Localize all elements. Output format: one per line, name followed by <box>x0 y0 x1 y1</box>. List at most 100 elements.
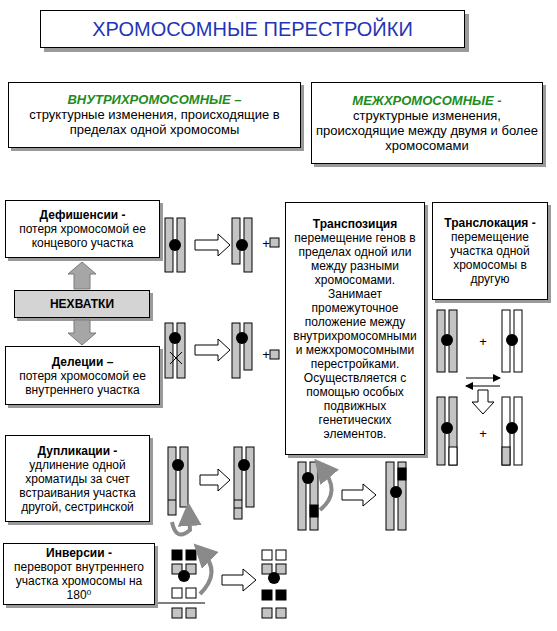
box-body: потеря хромосомой ее концевого участка <box>10 222 155 250</box>
text-box: Инверсии -переворот внутреннего участка … <box>3 543 155 605</box>
centromere <box>169 332 181 344</box>
lost-fragment <box>270 238 279 247</box>
segment-mark <box>234 508 242 509</box>
lost-fragment <box>270 350 279 359</box>
box-label: НЕХВАТКИ <box>50 297 114 311</box>
gene-block <box>276 590 286 600</box>
box-heading: Дупликации - <box>38 444 118 458</box>
chromatid <box>449 397 457 465</box>
chromatid <box>310 462 318 530</box>
centromere <box>268 572 280 584</box>
centromere <box>238 459 250 471</box>
chromatid <box>514 310 522 372</box>
chromatid <box>298 462 306 530</box>
chromatid <box>232 323 240 378</box>
gene-block <box>262 608 272 618</box>
gene-block <box>276 608 286 618</box>
gene-block <box>172 588 182 598</box>
centromere <box>506 422 518 434</box>
exchanged-segment <box>449 447 457 465</box>
chromatid <box>502 310 510 372</box>
gene-block <box>172 608 182 618</box>
text-box: Транслокация -перемещение участка одной … <box>432 202 548 300</box>
exchange-arrow <box>466 386 500 387</box>
chromatid <box>180 447 188 507</box>
centromere <box>236 239 248 251</box>
mobile-element <box>310 505 318 517</box>
gene-block <box>172 564 182 574</box>
gene-block <box>262 564 272 574</box>
plus-sign: + <box>476 335 490 349</box>
gene-block <box>172 550 182 560</box>
hollow-arrow <box>222 569 256 591</box>
box-body: перемещение участка одной хромосомы в др… <box>437 230 543 286</box>
chromatid <box>244 323 252 370</box>
curved-arrow <box>200 552 212 594</box>
chromatid <box>168 447 176 515</box>
chromatid <box>234 447 242 519</box>
leader-line <box>155 603 205 604</box>
curved-arrow <box>320 468 332 510</box>
box-body: перемещение генов в пределах одной или м… <box>290 231 420 441</box>
exchange-arrow <box>466 378 500 379</box>
hollow-arrow <box>342 484 376 506</box>
gene-block <box>186 608 196 618</box>
plus-sign: + <box>476 427 490 441</box>
centromere <box>178 570 190 582</box>
cut-mark <box>170 352 182 364</box>
gene-block <box>186 564 196 574</box>
chromatid <box>246 447 254 507</box>
gene-block <box>262 590 272 600</box>
box-body: потеря хромосомой ее внутреннего участка <box>10 369 155 397</box>
box-heading: Дефишенсии - <box>40 208 126 222</box>
text-box: Дупликации -удлинение одной хроматиды за… <box>5 435 150 522</box>
diagram-title: ХРОМОСОМНЫЕ ПЕРЕСТРОЙКИ <box>40 10 465 48</box>
segment-mark <box>234 500 242 501</box>
centromere <box>506 334 518 346</box>
centromere <box>390 486 402 498</box>
chromatid <box>502 397 510 465</box>
chromatid <box>232 218 240 264</box>
chromatid <box>177 218 185 272</box>
box-heading: ВНУТРИХРОМОСОМНЫЕ – <box>67 93 241 107</box>
group-box: НЕХВАТКИ <box>14 290 150 318</box>
hollow-arrow <box>195 339 230 361</box>
gene-block <box>276 550 286 560</box>
chromatid <box>437 397 445 465</box>
gene-block <box>186 550 196 560</box>
chromatid <box>244 218 252 272</box>
centromere <box>441 334 453 346</box>
chromatid <box>514 397 522 465</box>
chromatid <box>165 323 173 378</box>
text-box: Транспозицияперемещение генов в пределах… <box>285 202 425 455</box>
gene-block <box>276 564 286 574</box>
block-arrow <box>68 320 96 345</box>
centromere <box>172 459 184 471</box>
block-arrow <box>68 262 96 289</box>
chromatid <box>449 310 457 372</box>
box-heading: Транспозиция <box>313 217 397 231</box>
box-heading: Транслокация - <box>444 216 535 230</box>
text-box: ВНУТРИХРОМОСОМНЫЕ –структурные изменения… <box>8 82 301 148</box>
box-heading: Инверсии - <box>46 546 112 560</box>
plus-sign: + <box>259 237 273 251</box>
centromere <box>169 239 181 251</box>
box-heading: МЕЖХРОМОСОМНЫЕ - <box>352 94 501 108</box>
box-body: переворот внутреннего участка хромосомы … <box>8 560 150 602</box>
chromatid <box>437 310 445 372</box>
plus-sign: + <box>259 348 273 362</box>
mobile-element <box>398 468 406 480</box>
centromere <box>441 422 453 434</box>
segment-mark <box>168 500 176 501</box>
text-box: МЕЖХРОМОСОМНЫЕ -структурные изменения, п… <box>311 82 543 164</box>
hollow-arrow <box>472 390 494 414</box>
gene-block <box>186 588 196 598</box>
chromatid <box>398 462 406 530</box>
centromere <box>236 332 248 344</box>
box-body: структурные изменения, происходящие межд… <box>316 108 538 153</box>
text-box: Делеции –потеря хромосомой ее внутреннег… <box>5 346 160 405</box>
box-heading: Делеции – <box>52 355 114 369</box>
cut-mark <box>170 352 182 364</box>
chromatid <box>165 218 173 272</box>
